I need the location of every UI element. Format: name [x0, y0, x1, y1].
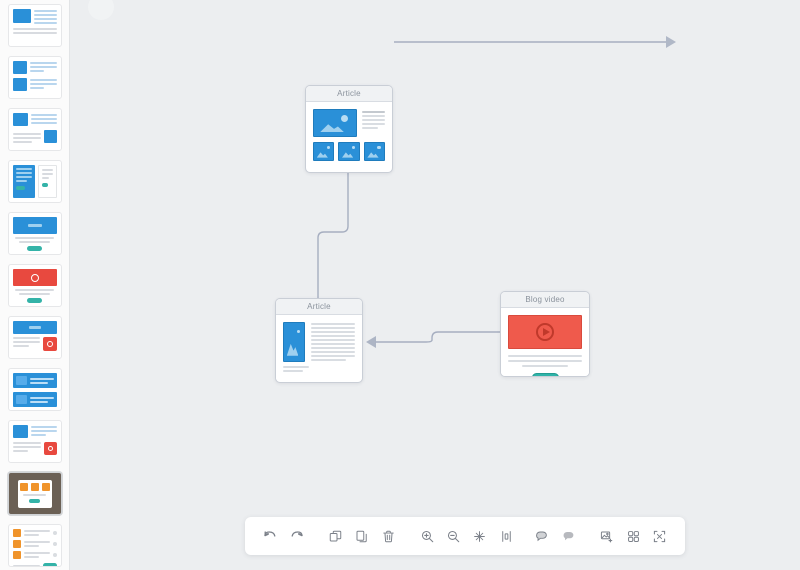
align-icon[interactable] — [493, 521, 519, 551]
thumb-image-placeholder — [338, 142, 360, 161]
list-rows — [12, 529, 57, 566]
play-button-icon[interactable] — [536, 323, 554, 341]
thumb-image-placeholder — [363, 142, 385, 161]
sidebar-item-thumb-stacked-blue-bars[interactable] — [7, 368, 62, 411]
text-lines — [30, 113, 57, 124]
image-block — [12, 78, 27, 91]
sidebar-item-thumb-image-text-red-card[interactable] — [7, 420, 62, 463]
sidebar-item-thumb-image-left-text-right[interactable] — [7, 4, 62, 47]
text-lines — [29, 61, 57, 72]
image-block — [12, 9, 31, 23]
device-screen — [17, 480, 52, 508]
image-block — [12, 61, 27, 74]
card-body — [501, 308, 589, 376]
card-body — [306, 102, 392, 168]
red-card — [42, 337, 57, 351]
conn-article-to-right — [394, 36, 676, 48]
text-lines — [29, 78, 57, 89]
text-lines — [12, 337, 40, 347]
text-lines — [508, 355, 582, 367]
sidebar-item-thumb-hero-banner-blue[interactable] — [7, 212, 62, 255]
text-lines — [12, 28, 57, 34]
card-article-bottom[interactable]: Article — [275, 298, 363, 383]
text-lines — [30, 425, 57, 436]
card-body — [276, 315, 362, 379]
text-lines — [12, 133, 41, 143]
image-block — [12, 113, 28, 126]
card-title: Blog video — [501, 292, 589, 308]
sidebar-item-thumb-hero-video-red[interactable] — [7, 264, 62, 307]
card-article-top[interactable]: Article — [305, 85, 393, 173]
text-lines — [33, 9, 57, 24]
grid-icon[interactable] — [620, 521, 646, 551]
hero-banner — [12, 321, 57, 334]
trash-icon[interactable] — [375, 521, 401, 551]
image-block — [12, 425, 28, 438]
fit-screen-icon[interactable] — [647, 521, 673, 551]
red-card — [43, 442, 57, 455]
text-lines — [362, 109, 385, 129]
text-lines — [13, 237, 57, 251]
zoom-out-icon[interactable] — [440, 521, 466, 551]
comment-icon[interactable] — [528, 521, 554, 551]
text-lines — [12, 442, 41, 452]
sidebar-item-thumb-orange-list-rows[interactable] — [7, 524, 62, 567]
cta-button[interactable] — [531, 373, 559, 376]
add-image-icon[interactable] — [594, 521, 620, 551]
zoom-in-icon[interactable] — [414, 521, 440, 551]
undo-icon[interactable] — [257, 521, 283, 551]
sidebar-item-thumb-two-column-panels[interactable] — [7, 160, 62, 203]
template-sidebar[interactable] — [0, 0, 70, 570]
copy-icon[interactable] — [322, 521, 348, 551]
sidebar-item-thumb-text-with-inset-image[interactable] — [7, 108, 62, 151]
redo-icon[interactable] — [283, 521, 309, 551]
card-title: Article — [306, 86, 392, 102]
hero-image-placeholder — [313, 109, 357, 137]
blue-bar — [12, 373, 57, 388]
card-blog-video[interactable]: Blog video — [500, 291, 590, 377]
conn-video-to-article — [366, 331, 501, 348]
sparkle-icon[interactable] — [467, 521, 493, 551]
sidebar-item-thumb-two-media-rows[interactable] — [7, 56, 62, 99]
footer-lines — [283, 366, 355, 372]
side-image-placeholder — [283, 322, 305, 362]
text-lines — [13, 289, 57, 303]
sidebar-item-thumb-banner-with-red-card[interactable] — [7, 316, 62, 359]
panel-blue — [12, 165, 35, 198]
thumbnail-row — [313, 142, 385, 161]
annotation-icon[interactable] — [555, 521, 581, 551]
sidebar-item-thumb-device-frame-orange[interactable] — [7, 472, 62, 515]
card-title: Article — [276, 299, 362, 315]
blue-bar — [12, 392, 57, 407]
canvas-corner-badge-icon — [88, 0, 114, 20]
flow-canvas[interactable]: Article — [70, 0, 800, 570]
connector-layer — [317, 36, 676, 348]
hero-video — [12, 269, 57, 286]
video-player-placeholder[interactable] — [508, 315, 582, 349]
image-block — [43, 130, 57, 143]
panel-white — [37, 165, 57, 198]
thumb-image-placeholder — [313, 142, 335, 161]
canvas-toolbar[interactable] — [245, 517, 685, 555]
text-lines — [311, 322, 355, 361]
duplicate-icon[interactable] — [349, 521, 375, 551]
hero-banner — [12, 217, 57, 234]
